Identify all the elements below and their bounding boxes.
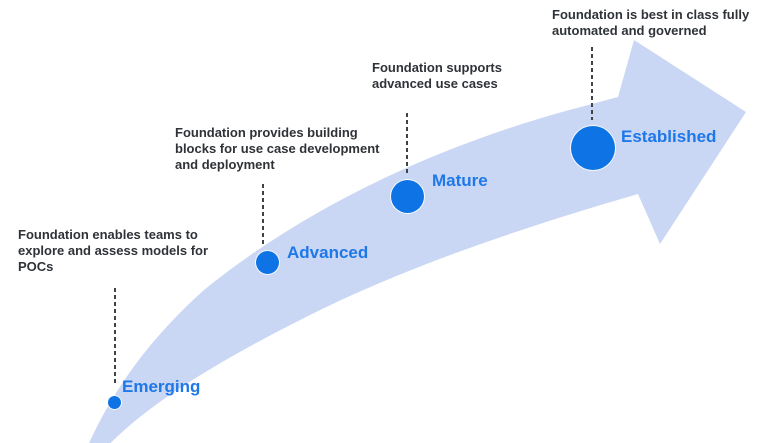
stage-dot-advanced <box>256 251 279 274</box>
leader-line-mature <box>406 113 408 175</box>
stage-dot-established <box>571 126 615 170</box>
stage-label-mature: Mature <box>432 171 488 190</box>
stage-label-emerging: Emerging <box>122 377 201 396</box>
stage-label-established: Established <box>621 127 717 146</box>
annotation-advanced: Foundation provides building blocks for … <box>175 125 380 172</box>
stage-dot-mature <box>391 180 424 213</box>
leader-line-advanced <box>262 184 264 246</box>
annotation-emerging: Foundation enables teams to explore and … <box>18 227 209 274</box>
annotation-established: Foundation is best in class fully automa… <box>552 7 750 38</box>
leader-line-established <box>591 47 593 120</box>
annotation-mature: Foundation supports advanced use cases <box>372 60 502 91</box>
stage-dot-emerging <box>108 396 121 409</box>
stage-label-advanced: Advanced <box>287 243 369 262</box>
leader-line-emerging <box>114 288 116 386</box>
